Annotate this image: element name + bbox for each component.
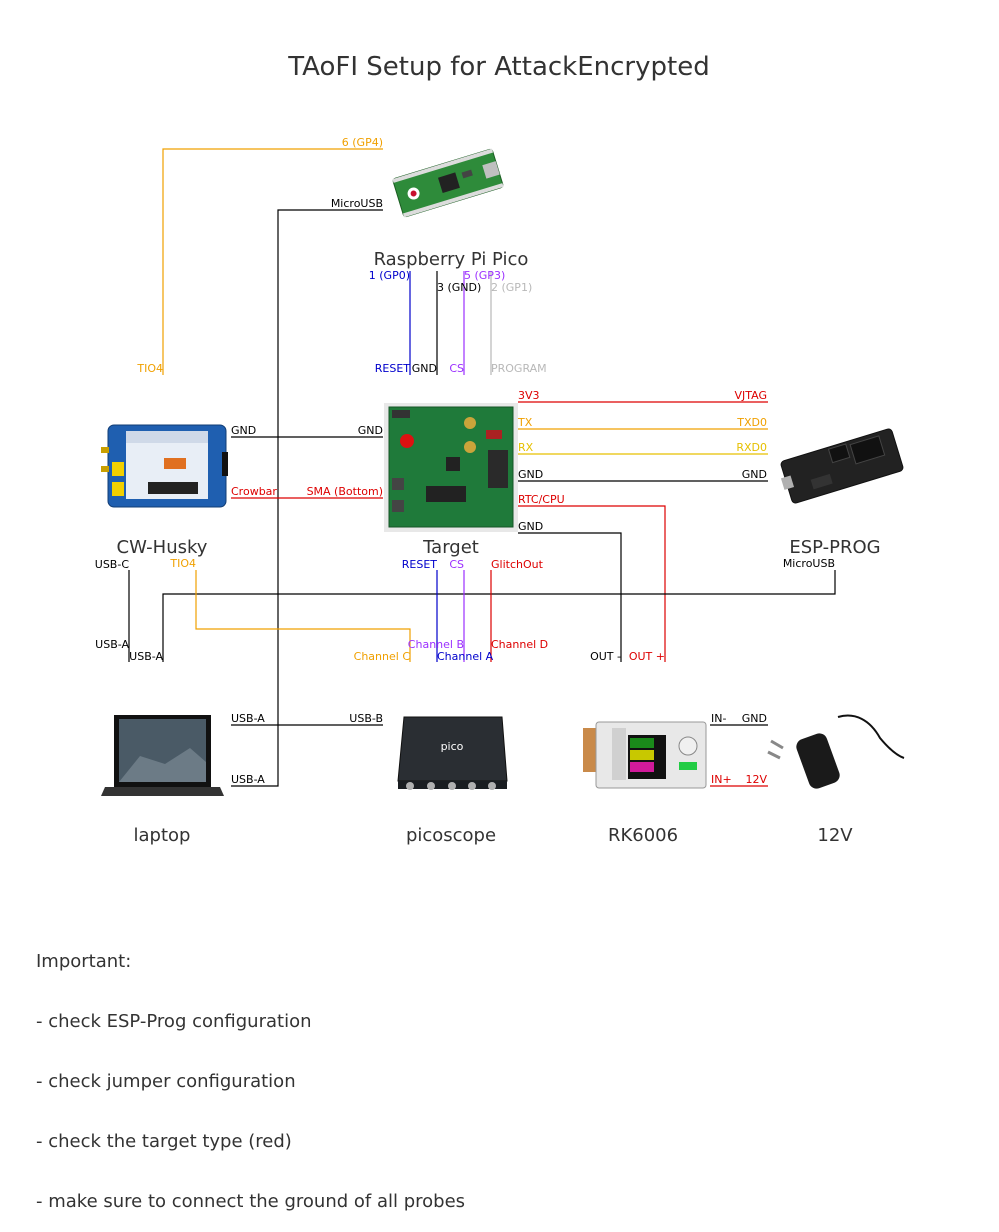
pin-target-gnd-left: GND (358, 424, 383, 437)
pin-pico-gp1: 2 (GP1) (491, 281, 532, 294)
pin-labels: 6 (GP4) MicroUSB 1 (GP0) 5 (GP3) 3 (GND)… (95, 136, 835, 786)
device-labels: Raspberry Pi Pico CW-Husky Target ESP-PR… (117, 249, 881, 846)
pin-husky-gnd: GND (231, 424, 256, 437)
pin-channel-b: Channel B (408, 638, 464, 651)
pin-esp-microusb: MicroUSB (783, 557, 835, 570)
pin-pico-gp0: 1 (GP0) (369, 269, 410, 282)
pin-target-gnd-esp: GND (518, 468, 543, 481)
pin-husky-tio4-top: TIO4 (136, 362, 163, 375)
pin-target-cs-top: CS (449, 362, 464, 375)
pin-psu-gnd: GND (742, 712, 767, 725)
pin-target-tx: TX (517, 416, 533, 429)
husky-image (101, 424, 228, 508)
wires (128, 148, 836, 787)
pin-usba-2: USB-A (129, 650, 163, 663)
pin-usba-1: USB-A (95, 638, 129, 651)
psu-label: 12V (817, 825, 853, 846)
notes-item: - check jumper configuration (36, 1071, 296, 1092)
notes-item: - check ESP-Prog configuration (36, 1011, 312, 1032)
rk6006-image (583, 721, 707, 789)
target-label: Target (422, 537, 479, 558)
notes-heading: Important: (36, 951, 132, 972)
pin-target-gnd-top: GND (412, 362, 437, 375)
pin-channel-c: Channel C (354, 650, 411, 663)
pin-target-rx: RX (518, 441, 534, 454)
pin-target-program: PROGRAM (491, 362, 547, 375)
pin-husky-usbc: USB-C (95, 558, 130, 571)
wire-gnd-out-minus (518, 532, 622, 662)
pin-pico-microusb: MicroUSB (331, 197, 383, 210)
esp-prog-label: ESP-PROG (789, 537, 880, 558)
pin-target-glitchout: GlitchOut (491, 558, 544, 571)
pin-husky-crowbar: Crowbar (231, 485, 277, 498)
important-notes: Important: - check ESP-Prog configuratio… (36, 912, 465, 1232)
power-adapter-image (767, 714, 905, 789)
wiring-diagram: TAoFI Setup for AttackEncrypted (95, 52, 905, 846)
husky-label: CW-Husky (117, 537, 208, 558)
pin-rk-in-minus: IN- (711, 712, 726, 725)
wire-rtc-out-plus (518, 505, 666, 662)
pin-target-rtc: RTC/CPU (518, 493, 565, 506)
pin-esp-txd0: TXD0 (736, 416, 767, 429)
wire-esp-microusb-laptop (162, 570, 836, 662)
pin-target-gnd-rk: GND (518, 520, 543, 533)
pin-channel-a: Channel A (437, 650, 494, 663)
pin-pico-gp3: 5 (GP3) (464, 269, 505, 282)
diagram-title: TAoFI Setup for AttackEncrypted (287, 52, 709, 82)
wire-husky-tio4-channel-c (195, 570, 411, 662)
notes-item: - make sure to connect the ground of all… (36, 1191, 466, 1212)
laptop-image (101, 715, 224, 796)
pin-rk-in-plus: IN+ (711, 773, 732, 786)
target-image (384, 403, 518, 532)
pin-pico-gp4: 6 (GP4) (342, 136, 383, 149)
pin-laptop-usba-1: USB-A (231, 712, 265, 725)
picoscope-image: pico (397, 716, 508, 790)
pin-channel-d: Channel D (491, 638, 548, 651)
pin-psu-12v: 12V (745, 773, 767, 786)
pin-esp-gnd: GND (742, 468, 767, 481)
pin-target-reset-top: RESET (375, 362, 411, 375)
notes-item: - check the target type (red) (36, 1131, 292, 1152)
pico-label: Raspberry Pi Pico (374, 249, 529, 270)
pico-board-image (392, 148, 504, 218)
pin-esp-rxd0: RXD0 (736, 441, 767, 454)
pin-pico-gnd: 3 (GND) (437, 281, 481, 294)
pin-laptop-usba-2: USB-A (231, 773, 265, 786)
rk6006-label: RK6006 (608, 825, 678, 846)
pin-target-sma: SMA (Bottom) (307, 485, 383, 498)
pin-rk-out-plus: OUT + (629, 650, 665, 663)
pin-target-reset-bottom: RESET (402, 558, 438, 571)
picoscope-label: picoscope (406, 825, 496, 846)
svg-text:pico: pico (441, 740, 464, 753)
laptop-label: laptop (134, 825, 191, 846)
pin-target-3v3: 3V3 (518, 389, 540, 402)
pin-rk-out-minus: OUT - (590, 650, 621, 663)
pin-esp-vjtag: VJTAG (735, 389, 768, 402)
pin-scope-usbb: USB-B (349, 712, 383, 725)
esp-prog-image (780, 428, 904, 504)
pin-husky-tio4-bottom: TIO4 (169, 557, 196, 570)
pin-target-cs-bottom: CS (449, 558, 464, 571)
wire-pico-gp4-husky-tio4 (162, 148, 383, 375)
